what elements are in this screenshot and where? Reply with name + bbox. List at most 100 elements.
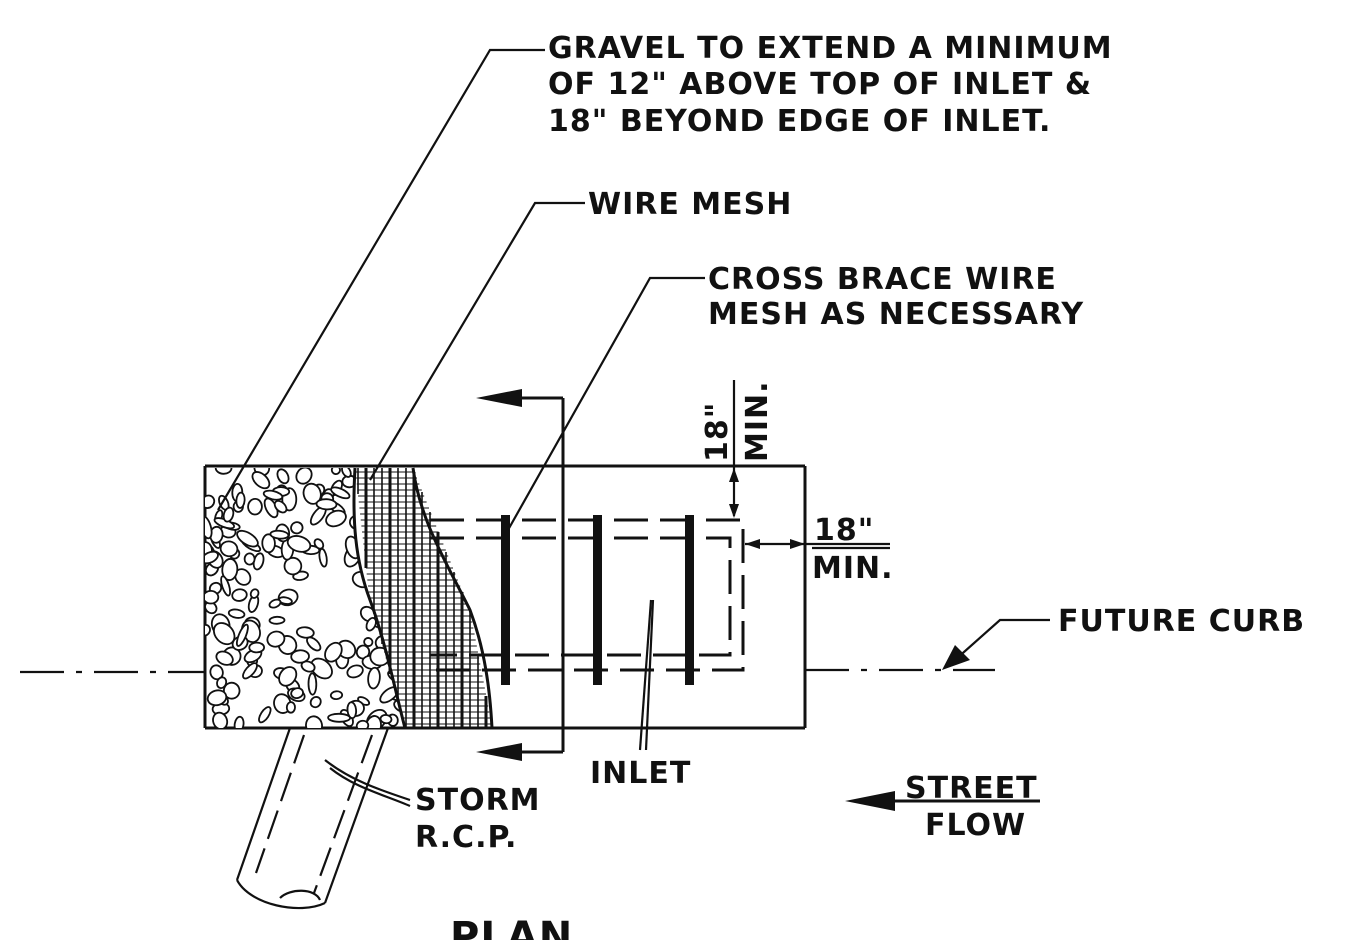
gravel-stone	[367, 666, 381, 690]
gravel-stone	[261, 533, 276, 554]
svg-text:R.C.P.: R.C.P.	[415, 820, 517, 855]
gravel-stone	[327, 712, 351, 723]
dim-vertical-label: 18" MIN.	[700, 380, 775, 462]
gravel-stone	[248, 641, 265, 654]
wire-mesh-label: WIRE MESH	[588, 187, 792, 222]
svg-text:CROSS BRACE WIRE: CROSS BRACE WIRE	[708, 262, 1057, 297]
gravel-stone	[236, 529, 259, 548]
gravel-stone	[205, 515, 213, 540]
gravel-stone	[235, 491, 246, 509]
svg-text:MIN.: MIN.	[740, 380, 775, 462]
inlet-outline	[430, 518, 745, 672]
gravel-stone	[318, 547, 328, 568]
svg-text:STREET: STREET	[905, 771, 1038, 806]
gravel-stone	[247, 498, 263, 516]
gravel-stone	[276, 468, 290, 485]
gravel-stone	[227, 608, 246, 619]
gravel-stone	[386, 485, 401, 497]
gravel-stone	[295, 626, 315, 639]
gravel-stone	[330, 486, 351, 500]
gravel-stone	[213, 622, 236, 646]
gravel-stone	[235, 623, 249, 647]
gravel-stone	[242, 662, 258, 680]
gravel-stone	[283, 556, 303, 576]
svg-text:GRAVEL TO EXTEND A MINIMUM: GRAVEL TO EXTEND A MINIMUM	[548, 31, 1113, 66]
gravel-stone	[349, 514, 366, 531]
wire-mesh	[355, 468, 492, 728]
future-curb-label: FUTURE CURB	[1058, 604, 1305, 639]
gravel-stone	[329, 690, 344, 701]
svg-text:18": 18"	[700, 402, 735, 462]
gravel-stone	[233, 715, 245, 728]
gravel-stone	[341, 468, 352, 478]
cross-brace-note: CROSS BRACE WIRE MESH AS NECESSARY	[708, 262, 1084, 332]
gravel-stone	[355, 719, 370, 728]
cross-brace-1	[501, 515, 510, 685]
gravel-stone	[346, 664, 364, 679]
gravel-stone	[205, 589, 220, 605]
cross-brace-leader	[507, 276, 705, 531]
gravel-stone	[258, 706, 272, 724]
gravel-stone	[212, 711, 229, 728]
gravel-stone	[307, 672, 318, 696]
gravel-stone	[306, 636, 322, 652]
gravel-stone	[278, 666, 298, 687]
future-curb-leader	[942, 618, 1050, 670]
gravel-stone	[215, 650, 234, 666]
gravel-stone	[324, 641, 343, 663]
gravel-stone	[325, 509, 347, 528]
gravel-stone	[379, 714, 393, 725]
gravel-stone	[300, 660, 316, 673]
dim-vertical	[729, 380, 739, 518]
gravel-stone	[286, 535, 312, 553]
inlet-label: INLET	[590, 756, 691, 791]
gravel-stone	[221, 558, 239, 581]
gravel-stone	[302, 482, 322, 505]
gravel-stone	[231, 588, 248, 602]
gravel-stone	[268, 598, 282, 609]
gravel-stone	[220, 575, 231, 597]
gravel-stone	[205, 494, 216, 509]
svg-text:18" BEYOND EDGE OF INLET.: 18" BEYOND EDGE OF INLET.	[548, 104, 1051, 139]
gravel-stone	[346, 701, 358, 720]
gravel-stone	[266, 630, 286, 648]
gravel-stone	[290, 649, 310, 664]
svg-text:MESH AS NECESSARY: MESH AS NECESSARY	[708, 297, 1084, 332]
gravel-stone	[365, 616, 377, 632]
gravel-leader	[217, 48, 545, 511]
gravel-stone	[290, 687, 304, 699]
gravel-stone	[243, 552, 256, 566]
gravel-stone	[251, 471, 271, 490]
wire-mesh-leader	[369, 201, 585, 481]
storm-leader	[324, 759, 411, 802]
svg-text:OF 12" ABOVE TOP OF INLET &: OF 12" ABOVE TOP OF INLET &	[548, 67, 1092, 102]
gravel-stone	[222, 506, 235, 523]
svg-text:18": 18"	[814, 513, 874, 548]
gravel-stone	[205, 550, 219, 565]
section-cut-marker	[476, 389, 565, 761]
gravel-stone	[269, 529, 290, 540]
gravel-stone	[313, 538, 325, 550]
svg-text:FLOW: FLOW	[925, 808, 1026, 843]
gravel-note: GRAVEL TO EXTEND A MINIMUM OF 12" ABOVE …	[548, 31, 1113, 139]
svg-text:STORM: STORM	[415, 783, 541, 818]
gravel-stone	[290, 521, 304, 535]
storm-pipe	[235, 727, 390, 910]
gravel-stone	[249, 588, 260, 599]
gravel-stone	[363, 637, 374, 647]
street-flow-arrow	[845, 791, 1040, 811]
gravel-stone	[315, 498, 338, 511]
wire-mesh-edge	[411, 467, 494, 729]
gravel-stone	[310, 657, 333, 680]
gravel-stone	[219, 540, 239, 558]
gravel-stone	[214, 468, 233, 475]
dim-horizontal	[745, 539, 890, 550]
plan-title: PLAN	[450, 914, 573, 940]
gravel-stone	[273, 500, 288, 514]
street-flow-label: STREET FLOW	[905, 771, 1038, 843]
gravel-extent-outline	[203, 464, 807, 730]
gravel-stone	[295, 468, 313, 485]
gravel-stone	[305, 715, 323, 728]
svg-text:MIN.: MIN.	[812, 551, 894, 586]
